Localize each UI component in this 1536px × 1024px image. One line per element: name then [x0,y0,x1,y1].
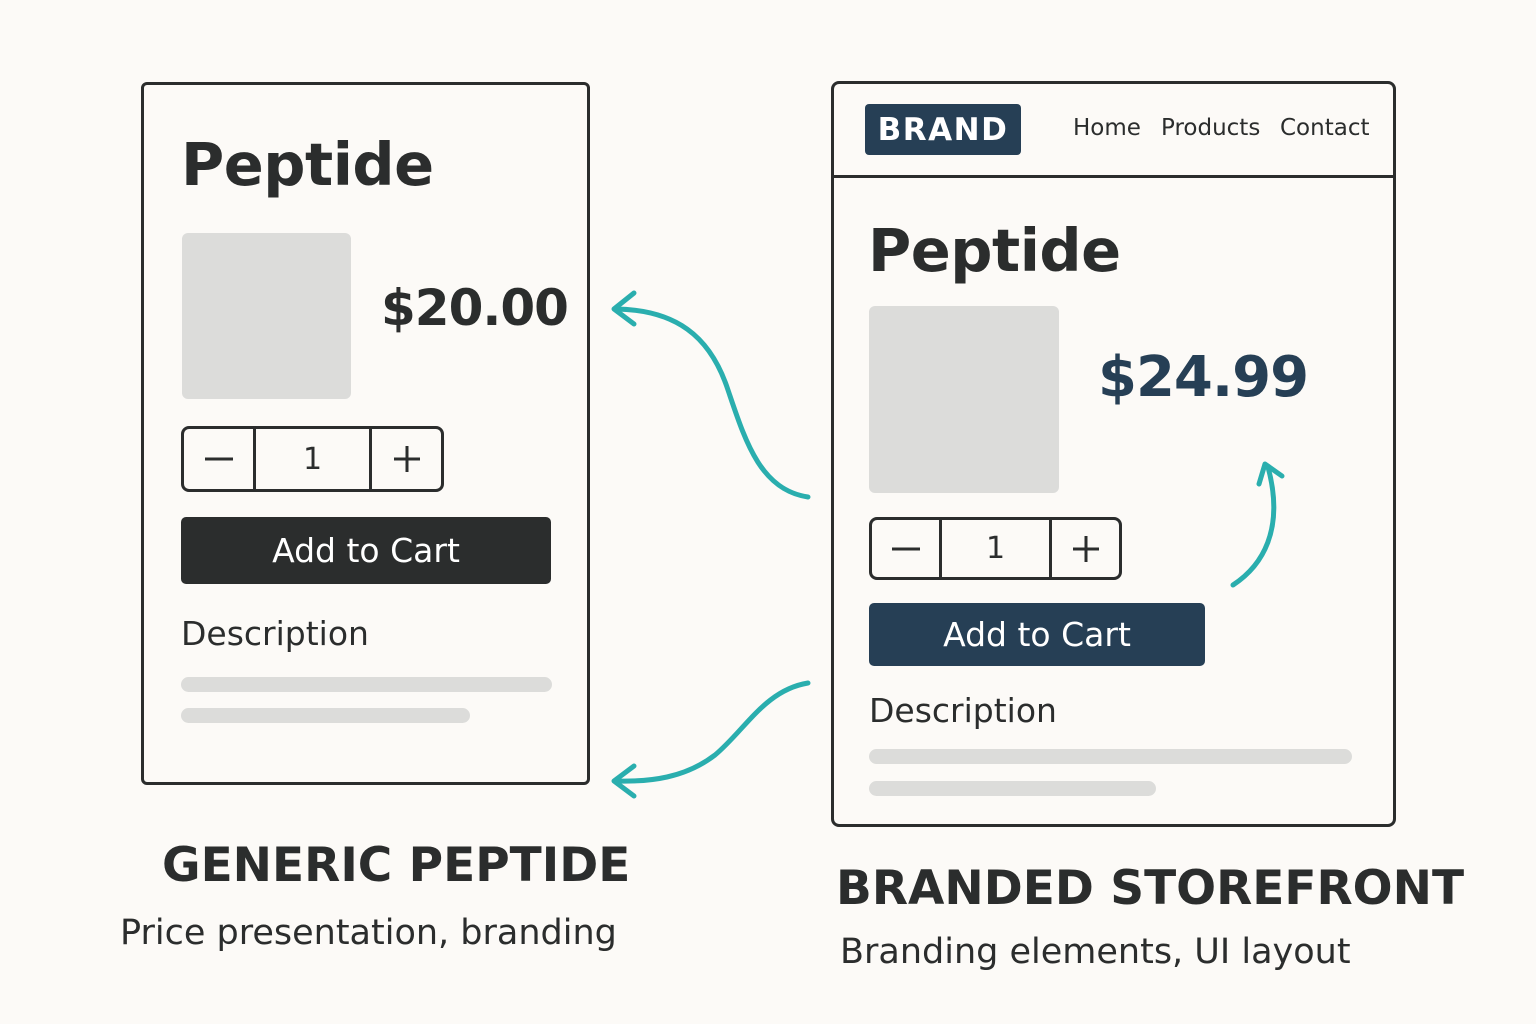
plus-icon [1072,535,1099,562]
description-placeholder-line [181,708,470,723]
product-title: Peptide [181,130,434,199]
branded-storefront-card: BRAND Home Products Contact Peptide $24.… [831,81,1396,827]
branded-caption-subtitle: Branding elements, UI layout [840,932,1351,972]
branded-caption-title: BRANDED STOREFRONT [836,861,1465,916]
decrement-button[interactable] [184,429,253,489]
increment-button[interactable] [1052,520,1119,577]
description-heading: Description [869,691,1057,730]
increment-button[interactable] [372,429,441,489]
arrow-to-generic-description [613,680,811,784]
description-heading: Description [181,614,369,653]
minus-icon [891,547,920,550]
arrow-to-generic-price [613,306,811,500]
description-placeholder-line [869,749,1352,764]
quantity-value[interactable]: 1 [253,429,372,489]
add-to-cart-button[interactable]: Add to Cart [181,517,551,584]
nav-link-products[interactable]: Products [1161,115,1261,141]
product-image-placeholder [182,233,351,399]
generic-caption-title: GENERIC PEPTIDE [162,838,631,893]
quantity-stepper: 1 [869,517,1122,580]
quantity-value[interactable]: 1 [939,520,1052,577]
product-price: $24.99 [1098,345,1309,410]
arrowhead-icon [611,290,637,327]
decrement-button[interactable] [872,520,939,577]
product-price: $20.00 [381,279,569,337]
product-title: Peptide [868,216,1121,285]
nav-link-home[interactable]: Home [1073,115,1141,141]
plus-icon [393,446,420,472]
storefront-navbar: BRAND Home Products Contact [834,84,1393,178]
brand-logo[interactable]: BRAND [865,104,1021,155]
description-placeholder-line [181,677,552,692]
arrowhead-icon [611,763,637,799]
product-image-placeholder [869,306,1059,493]
minus-icon [204,457,233,461]
generic-product-card: Peptide $20.00 1 Add to Cart Description [141,82,590,785]
nav-link-contact[interactable]: Contact [1280,115,1370,141]
add-to-cart-button[interactable]: Add to Cart [869,603,1205,666]
description-placeholder-line [869,781,1156,796]
quantity-stepper: 1 [181,426,444,492]
generic-caption-subtitle: Price presentation, branding [120,913,617,953]
